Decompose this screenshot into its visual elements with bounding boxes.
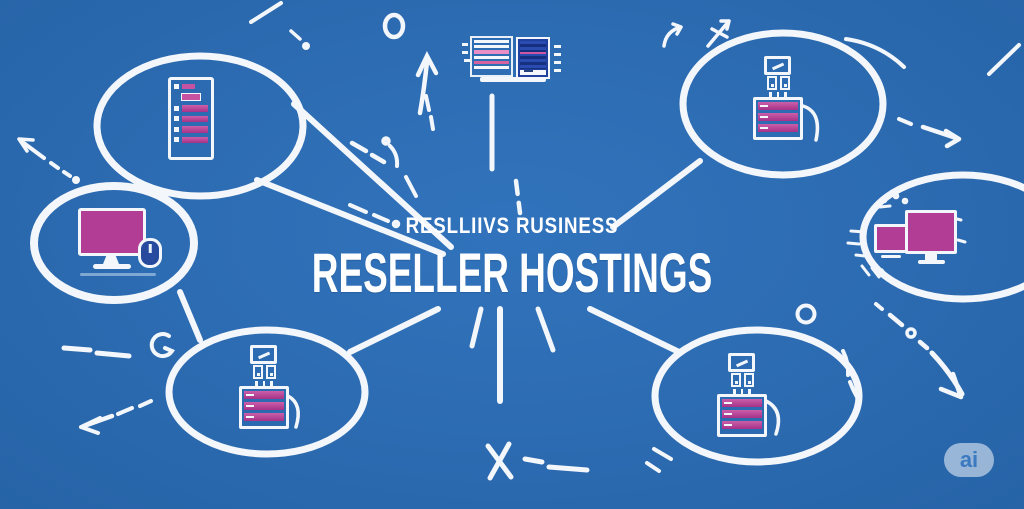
server-screen [516,37,550,79]
server-cables [286,104,820,436]
mouse-icon [138,238,162,268]
dash-marks-bottom-center [522,456,590,473]
bubble-outlines [30,29,1024,466]
up-arrow-doodle [415,50,439,116]
circle-doodle-top [382,12,406,40]
dual-monitors-icon [848,193,978,285]
page-title: RESELLER HOSTINGS [311,241,713,304]
sketch-arrow-left-edge [17,137,80,184]
monitor-screen [78,208,146,256]
rack-server-icon [168,77,214,160]
chip-mark [462,51,468,54]
desktop-computer-icon [78,208,168,280]
bubble-left [30,182,198,304]
server-slats [470,36,513,77]
chip-mark [554,45,561,48]
chip-mark [554,61,561,64]
server-cluster-icon [462,33,564,83]
top-left-dash-doodles [249,1,310,50]
g-squiggle-doodle [149,332,175,359]
server-tower-icon [717,353,767,437]
bubble-right [859,171,1024,303]
circle-doodle-right [795,303,817,325]
connector-lines [177,101,703,355]
bubble-top-left [93,52,307,200]
radiating-lines-bottom [469,306,556,404]
subtitle-text: RESLLIIVS RUSINESS [405,213,619,238]
chip-mark [464,59,470,62]
chip-mark [554,53,561,56]
monitor-screen [874,224,908,253]
dashed-arrow-right [874,302,965,400]
chip-mark [462,43,468,46]
bubble-bottom-right [651,326,863,466]
bubble-top-right [679,29,887,179]
server-base [480,77,546,82]
sketch-arrow-doodles-top-right [662,19,1021,149]
dashed-arrow-bottom-left [79,399,153,435]
dash-marks-bottom-right [645,349,859,473]
x-mark-doodle [485,441,514,481]
server-tower-icon [239,345,289,429]
dash-marks-bottom-left [61,345,132,359]
chip-mark [554,69,561,72]
ai-badge-label: ai [959,447,979,472]
ai-watermark-badge: ai [944,443,994,477]
server-tower-icon [753,56,803,140]
bubble-bottom-left [165,326,369,458]
radiating-lines-top [348,93,523,229]
